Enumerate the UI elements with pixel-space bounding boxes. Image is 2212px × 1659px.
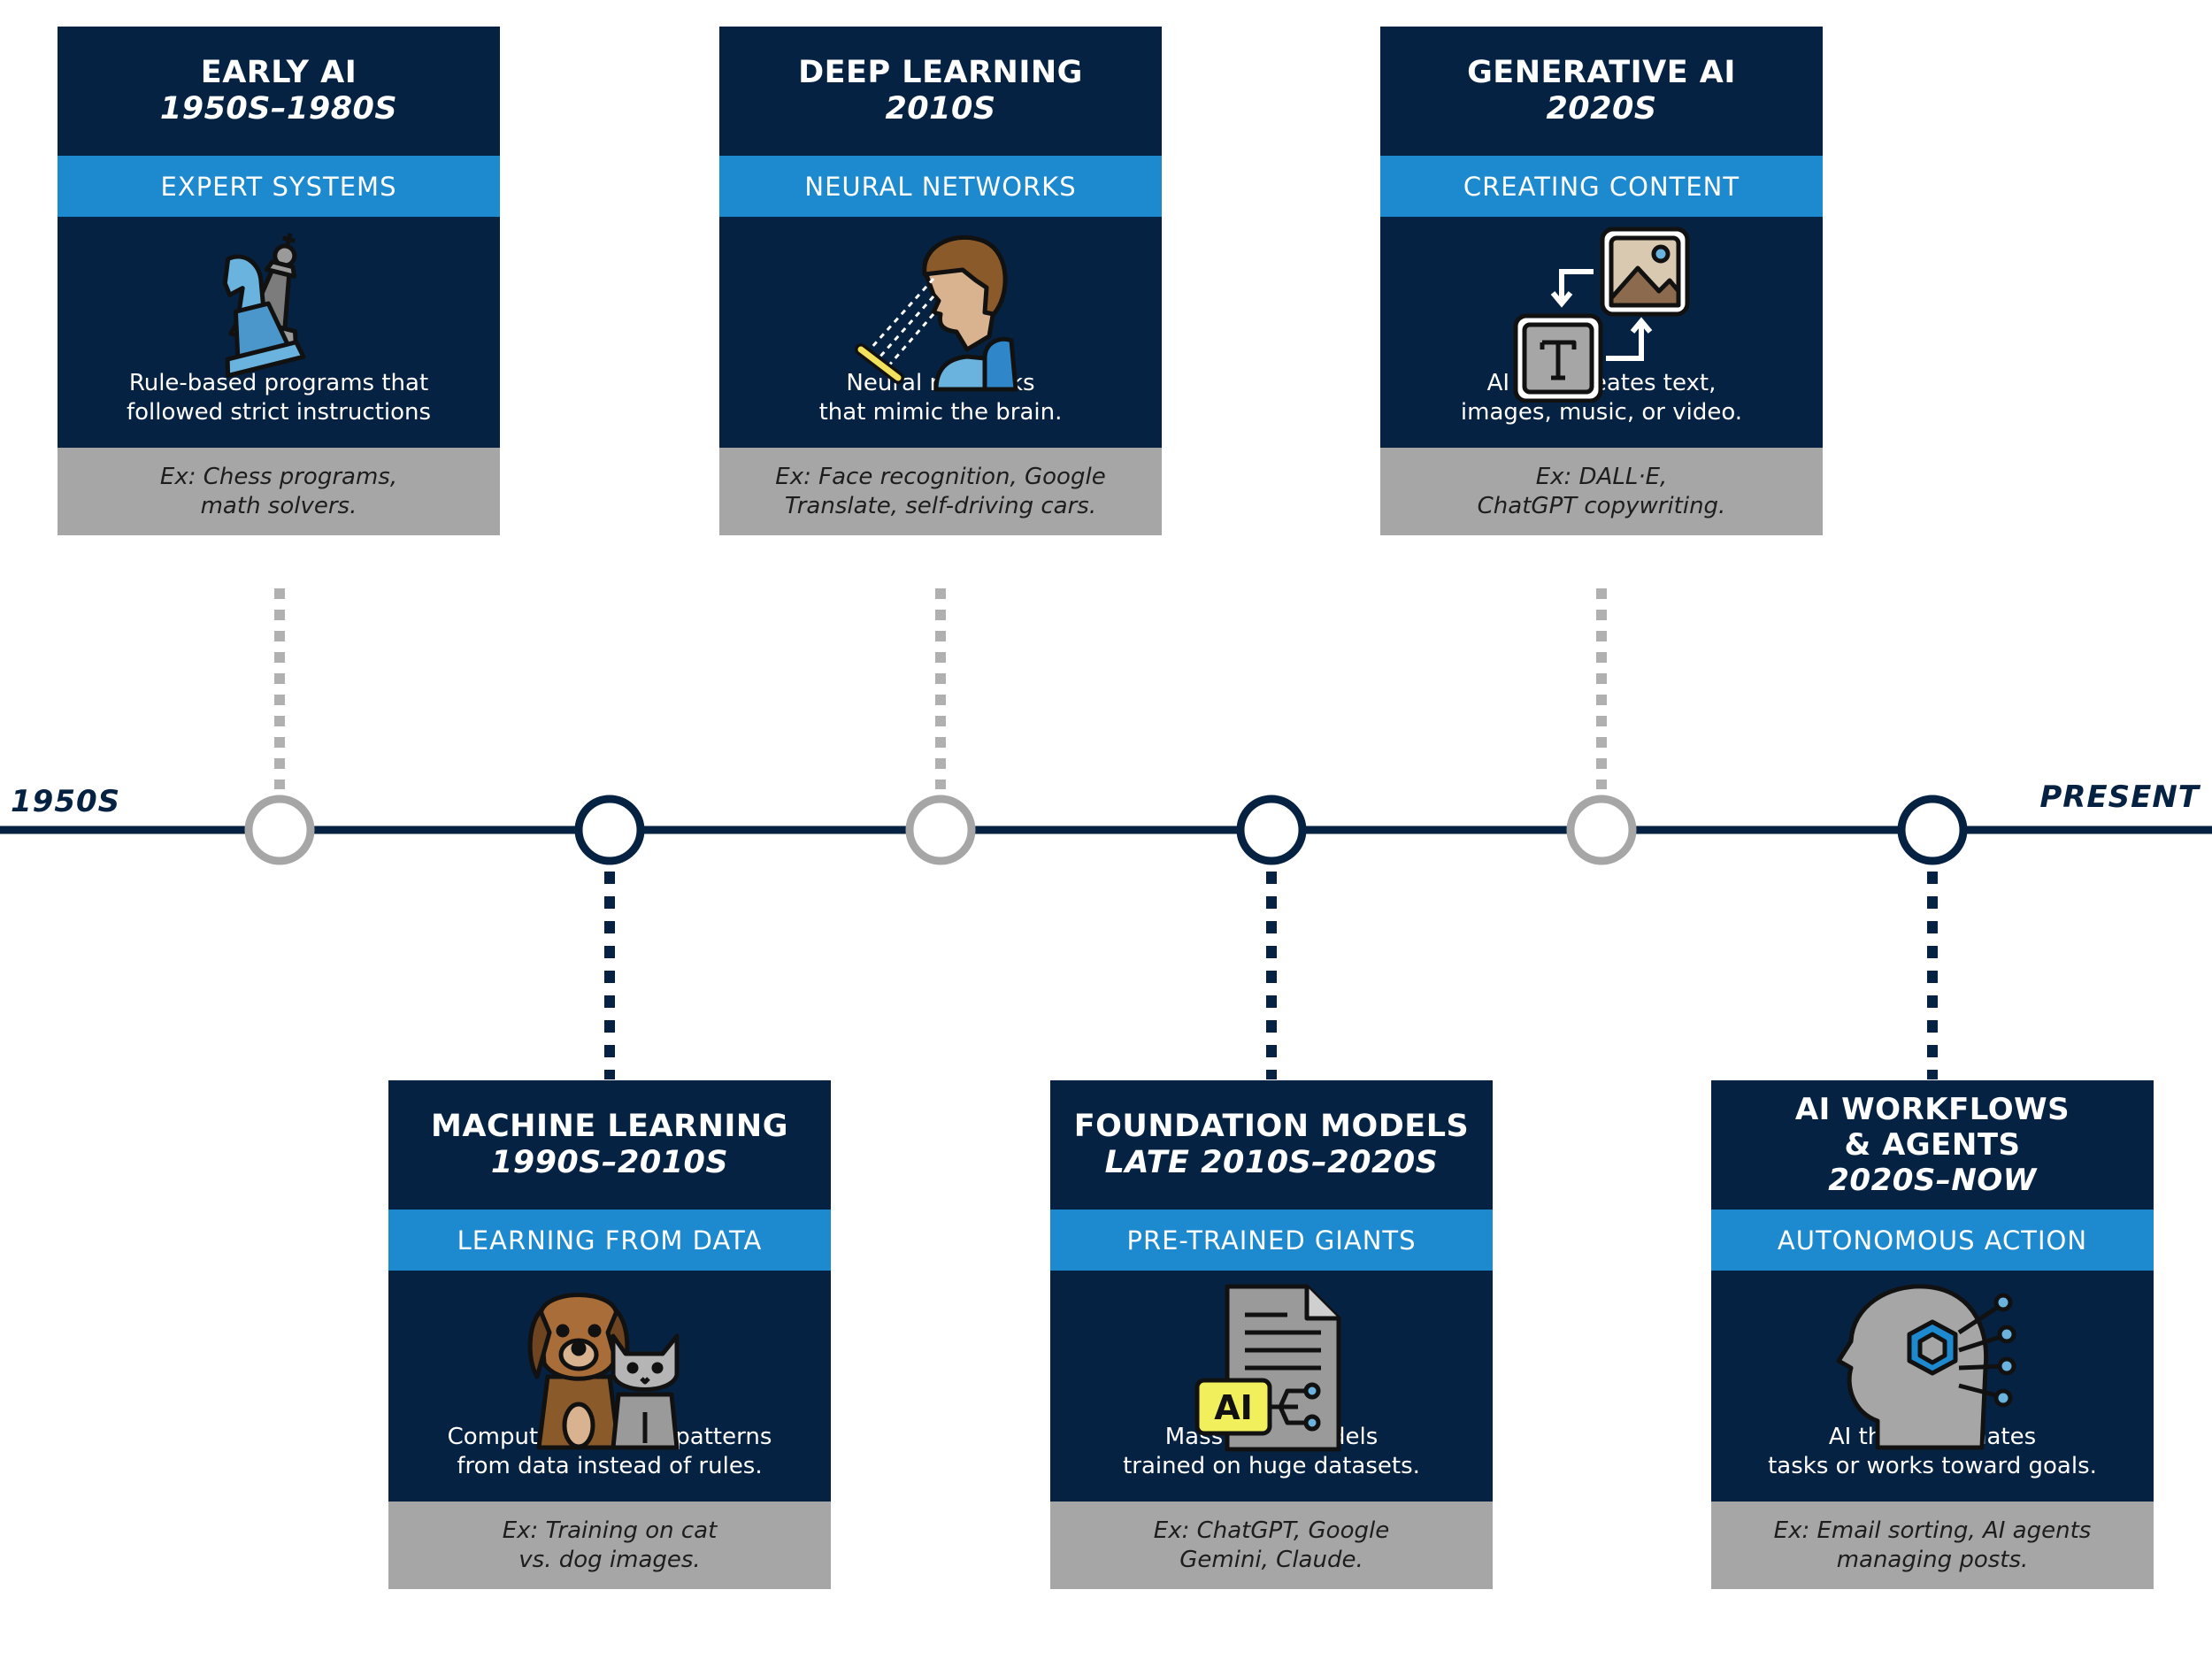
era-period: 2020S [1546,91,1657,127]
chess-pieces-icon [222,233,306,379]
timeline-node-generative-ai [1566,795,1637,865]
card-header: FOUNDATION MODELS LATE 2010S–2020S [1050,1080,1493,1210]
era-card-ai-workflows: AI WORKFLOWS & AGENTS 2020S–NOW AUTONOMO… [1711,1080,2154,1589]
era-title: DEEP LEARNING [798,55,1083,90]
ai-document-icon: AI [1194,1284,1341,1452]
era-title: GENERATIVE AI [1467,55,1736,90]
card-header: GENERATIVE AI 2020S [1380,27,1823,156]
era-theme-band: CREATING CONTENT [1380,156,1823,217]
era-example: Ex: DALL·E, ChatGPT copywriting. [1380,448,1823,535]
era-card-machine-learning: MACHINE LEARNING 1990S–2010S LEARNING FR… [388,1080,831,1589]
timeline-node-machine-learning [574,795,645,865]
era-period: 1990S–2010S [490,1145,729,1180]
timeline-node-ai-workflows [1897,795,1968,865]
timeline-node-early-ai [244,795,315,865]
era-example: Ex: Training on cat vs. dog images. [388,1502,831,1589]
timeline-node-foundation-models [1236,795,1307,865]
card-header: MACHINE LEARNING 1990S–2010S [388,1080,831,1210]
era-theme-band: PRE-TRAINED GIANTS [1050,1210,1493,1271]
era-theme-band: EXPERT SYSTEMS [58,156,500,217]
era-description: AI that automates tasks or works toward … [1768,1424,2097,1479]
era-example: Ex: ChatGPT, Google Gemini, Claude. [1050,1502,1493,1589]
card-icon-area: AI [1050,1271,1493,1452]
timeline-end-label: PRESENT [2039,780,2200,815]
era-title-line-1: AI WORKFLOWS [1794,1092,2070,1127]
card-header: EARLY AI 1950S–1980S [58,27,500,156]
era-title: EARLY AI [200,55,357,90]
card-icon-area [1711,1271,2154,1450]
card-icon-area [719,217,1162,392]
card-icon-area [1380,217,1823,403]
card-header: DEEP LEARNING 2010S [719,27,1162,156]
era-period: 2010S [885,91,996,127]
era-theme-band: NEURAL NETWORKS [719,156,1162,217]
era-card-early-ai: EARLY AI 1950S–1980S EXPERT SYSTEMS Rule… [58,27,500,535]
era-period: 2020S–NOW [1828,1163,2037,1198]
era-title: FOUNDATION MODELS [1073,1109,1470,1144]
era-card-foundation-models: FOUNDATION MODELS LATE 2010S–2020S PRE-T… [1050,1080,1493,1589]
era-title-line-2: & AGENTS [1844,1127,2021,1163]
era-example: Ex: Chess programs, math solvers. [58,448,500,535]
svg-text:AI: AI [1214,1388,1253,1427]
era-theme-band: AUTONOMOUS ACTION [1711,1210,2154,1271]
card-icon-area [388,1271,831,1450]
timeline-start-label: 1950S [11,784,121,819]
dog-and-cat-icon [527,1293,680,1450]
era-card-deep-learning: DEEP LEARNING 2010S NEURAL NETWORKS Neur… [719,27,1162,535]
text-to-image-icon [1513,227,1690,403]
era-period: 1950S–1980S [159,91,398,127]
timeline-node-deep-learning [905,795,976,865]
ai-head-chip-icon [1836,1284,2016,1450]
card-header: AI WORKFLOWS & AGENTS 2020S–NOW [1711,1080,2154,1210]
face-scan-icon [855,234,1018,392]
era-title: MACHINE LEARNING [431,1109,788,1144]
era-example: Ex: Email sorting, AI agents managing po… [1711,1502,2154,1589]
era-period: LATE 2010S–2020S [1104,1145,1439,1180]
era-card-generative-ai: GENERATIVE AI 2020S CREATING CONTENT AI … [1380,27,1823,535]
era-theme-band: LEARNING FROM DATA [388,1210,831,1271]
card-icon-area [58,217,500,379]
era-example: Ex: Face recognition, Google Translate, … [719,448,1162,535]
